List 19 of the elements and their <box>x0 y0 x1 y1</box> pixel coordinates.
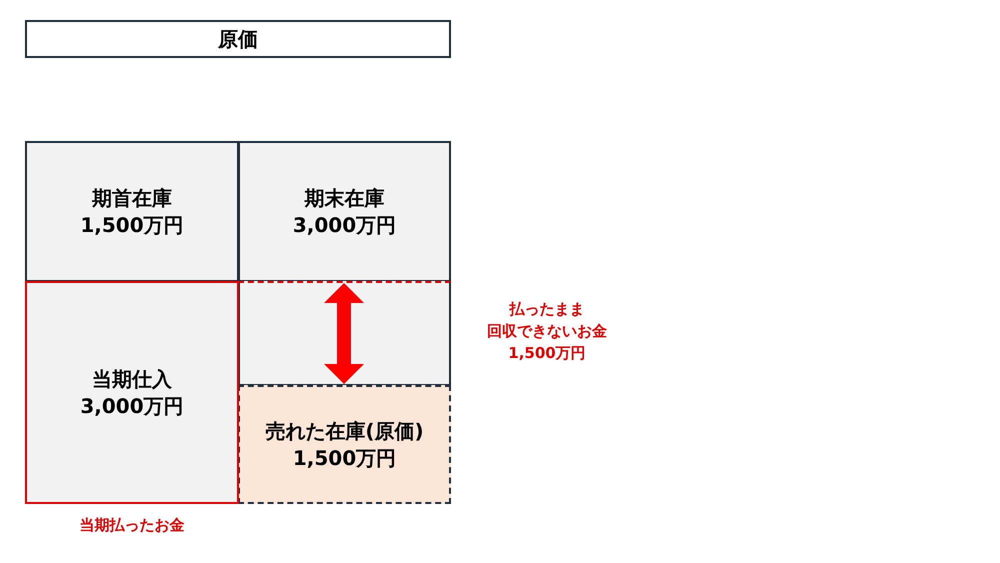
cell-text: 原価 <box>218 26 258 52</box>
caption-text: 当期払ったお金 <box>80 516 184 535</box>
gap-cell <box>238 281 451 386</box>
purchase-cell <box>25 281 239 504</box>
cell-text: 3,000万円 <box>292 212 396 238</box>
inventory-cell <box>25 141 239 282</box>
cell-text: 期首在庫 <box>92 184 172 212</box>
cell-text: 期末在庫 <box>304 184 384 212</box>
sold-cell <box>238 385 451 504</box>
annotation-text: 1,500万円 <box>508 344 586 363</box>
cell-text: 3,000万円 <box>80 392 184 420</box>
cell-text: 1,500万円 <box>292 444 396 472</box>
cell-text: 当期仕入 <box>92 366 172 392</box>
inventory-cell <box>238 141 451 282</box>
annotation-text: 払ったまま <box>510 300 584 319</box>
annotation-text: 回収できないお金 <box>487 322 607 341</box>
heading-box <box>25 20 451 58</box>
cell-text: 売れた在庫(原価) <box>265 418 424 444</box>
cell-text: 1,500万円 <box>80 212 184 238</box>
